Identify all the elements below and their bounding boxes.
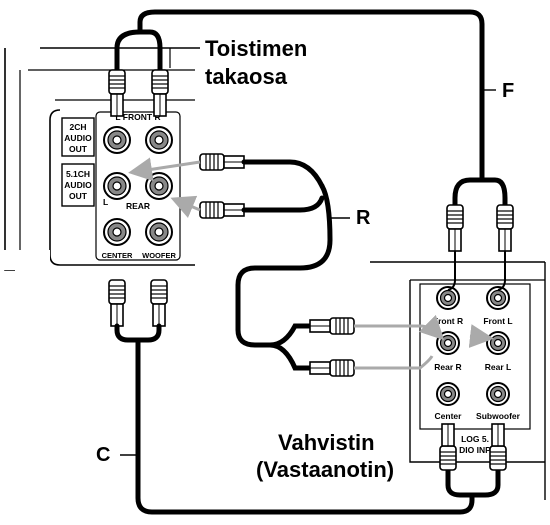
plug-c-amp-sub	[489, 423, 507, 471]
box-2ch-line1: 2CH	[69, 122, 86, 132]
center-label: CENTER	[102, 251, 133, 260]
amp-rear-l-label: Rear L	[485, 362, 511, 372]
plug-f-amp-r	[446, 204, 464, 252]
player-rear-r-jack	[145, 172, 173, 200]
amp-front-r-jack	[436, 286, 460, 310]
box-51ch-line3: OUT	[69, 191, 88, 201]
plug-c-player-center	[108, 279, 126, 327]
front-label: L FRONT R	[115, 112, 160, 122]
player-front-l-jack	[103, 126, 131, 154]
player-rear-title: Toistimen	[205, 36, 308, 61]
box-51ch-line2: AUDIO	[64, 180, 92, 190]
box-51ch-line1: 5.1CH	[66, 169, 90, 179]
box-51ch-audio-out	[61, 163, 95, 207]
plug-f-amp-l	[496, 204, 514, 252]
cable-c	[108, 279, 507, 515]
amp-subwoofer-label: Subwoofer	[476, 411, 521, 421]
amp-subwoofer-jack	[486, 382, 510, 406]
box-2ch-line2: AUDIO	[64, 133, 92, 143]
plug-f-player-l	[108, 69, 126, 117]
amp-rear-l-jack	[486, 331, 510, 355]
player-front-r-jack	[145, 126, 173, 154]
cable-c-label: C	[96, 444, 111, 466]
amplifier-rear-panel: Front R Front L Rear R Rear L Center Sub…	[370, 261, 546, 500]
amplifier-title: Vahvistin	[278, 430, 375, 455]
cable-r-label: R	[356, 207, 371, 229]
amp-front-l-label: Front L	[483, 316, 512, 326]
player-woofer-jack	[145, 218, 173, 246]
woofer-label: WOOFER	[142, 251, 176, 260]
rear-label: REAR	[126, 201, 150, 211]
plug-r-amp-2	[309, 359, 355, 377]
plug-f-player-r	[151, 69, 169, 117]
player-rear-panel: 2CH AUDIO OUT 5.1CH AUDIO OUT L FRONT R …	[4, 47, 200, 271]
plug-c-amp-center	[439, 423, 457, 471]
amp-front-r-label: Front R	[433, 316, 463, 326]
player-rear-subtitle: takaosa	[205, 64, 287, 89]
cable-f-label: F	[502, 80, 515, 102]
amp-rear-r-label: Rear R	[434, 362, 461, 372]
rear-l-label: L	[103, 197, 108, 207]
player-center-jack	[103, 218, 131, 246]
plug-c-player-woofer	[150, 279, 168, 327]
signal-arrows	[128, 157, 494, 370]
player-rear-l-jack	[103, 172, 131, 200]
cable-r	[199, 153, 405, 377]
amp-analog-line2: DIO INP	[459, 445, 491, 455]
amp-center-jack	[436, 382, 460, 406]
cable-f	[108, 9, 514, 291]
plug-r-player-1	[199, 153, 245, 171]
plug-r-amp-1	[309, 317, 355, 335]
amp-center-label: Center	[435, 411, 463, 421]
box-2ch-audio-out	[61, 117, 95, 157]
box-2ch-line3: OUT	[69, 144, 88, 154]
amplifier-subtitle: (Vastaanotin)	[256, 457, 395, 482]
plug-r-player-2	[199, 201, 245, 219]
amp-analog-line1: LOG 5.	[461, 434, 489, 444]
amp-front-l-jack	[486, 286, 510, 310]
